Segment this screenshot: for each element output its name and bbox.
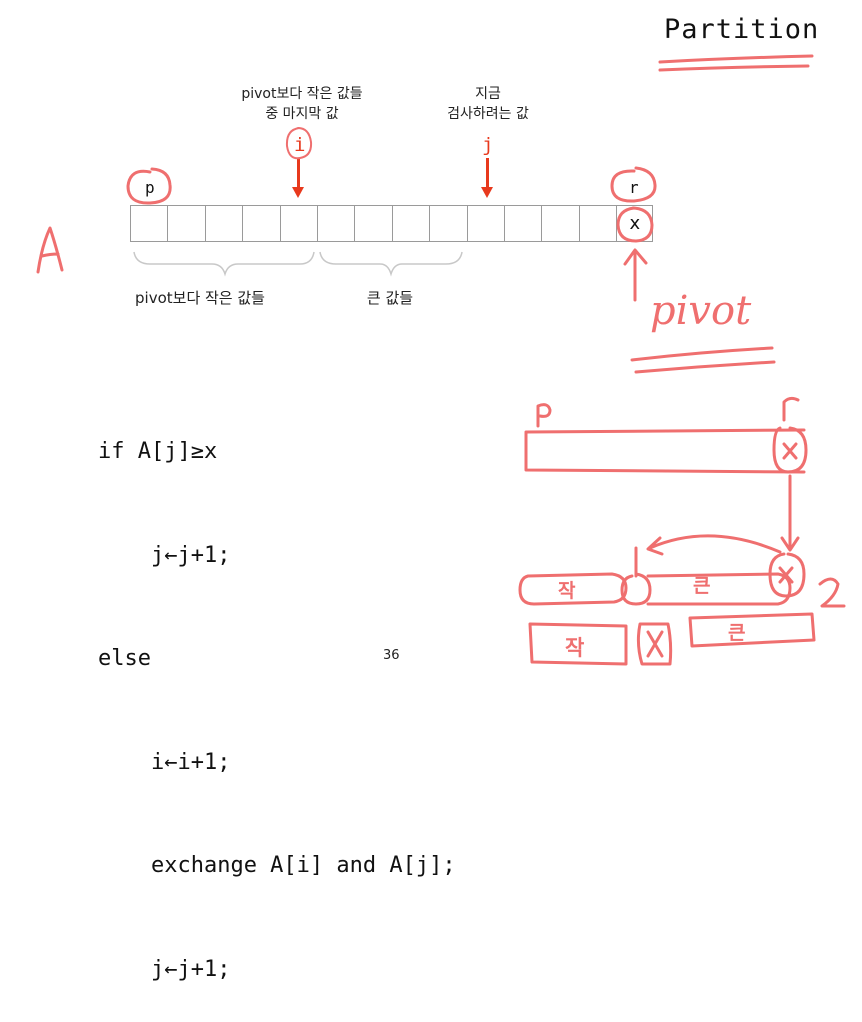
p-circle-icon [126,167,172,205]
label-larger-values: 큰 값들 [366,289,414,307]
note-last-smaller: pivot보다 작은 값들 중 마지막 값 [202,84,402,124]
array-cell [391,205,430,242]
sketch-large-text: 큰 [693,575,711,597]
sketch-swap-arrow-icon [646,534,782,556]
i-label: i [294,134,306,156]
brace-smaller [133,251,315,277]
label-smaller-values: pivot보다 작은 값들 [135,289,265,307]
array-cell [167,205,205,242]
sketch-small-text: 작 [558,580,576,602]
note-current-line2: 검사하려는 값 [447,106,529,122]
sketch-down-arrow-icon [780,474,800,552]
code-line: if A[j]≥x [98,439,218,464]
code-line: j←j+1; [98,956,231,982]
sketch-bottom-small [528,622,628,666]
r-circle-icon [610,166,657,203]
array-cell [429,205,467,242]
array-cell [578,205,617,242]
array-cell [242,205,280,242]
array-cell [279,205,317,242]
sketch-bottom-pivot [636,622,673,666]
sketch-mid-x-icon [778,566,794,584]
sketch-top-bar [524,428,806,474]
array-cell [503,205,542,242]
brace-larger [319,251,463,277]
sketch-i-marker [620,546,652,606]
sketch-mid-x-box [768,552,806,598]
slide-title: Partition [664,14,820,45]
array-cell [354,205,392,242]
braces [133,251,463,277]
title-underline [658,54,814,72]
array-cell [466,205,504,242]
code-line: j←j+1; [98,542,231,568]
p-label: p [145,178,155,197]
array-cell [316,205,355,242]
note-last-smaller-line2: 중 마지막 값 [265,106,339,122]
sketch-bottom-pivot-x-icon [646,630,664,658]
pivot-arrow-icon [623,248,648,302]
j-arrow-icon [481,158,493,198]
r-label: r [629,178,639,197]
array-cell [541,205,579,242]
code-line: else [98,646,151,671]
sketch-x-box [772,426,808,474]
array-cell [130,205,168,242]
note-last-smaller-line1: pivot보다 작은 값들 [241,86,363,102]
sketch-bottom-large-text: 큰 [728,622,746,644]
sketch-bottom-small-text: 작 [565,636,585,660]
letter-a-icon [36,226,64,274]
pivot-underline [630,346,776,374]
sketch-bottom-large [688,612,816,648]
i-circle-icon [285,127,313,160]
i-arrow-icon [292,158,304,198]
sketch-large-region [646,572,792,606]
code-line: i←i+1; [98,749,231,775]
sketch-two-icon [818,577,846,608]
j-label: j [482,134,494,156]
sketch-r-icon [782,396,800,422]
x-circle-icon [616,206,654,243]
note-current-line1: 지금 [475,86,501,102]
code-line: exchange A[i] and A[j]; [98,853,456,878]
pivot-handwritten: pivot [650,288,752,334]
array-cell [204,205,243,242]
sketch-x-mark-icon [782,442,798,460]
sketch-p-icon [536,403,552,428]
page-number: 36 [383,648,400,663]
handwritten-annotations [36,54,846,666]
note-current: 지금 검사하려는 값 [418,84,558,124]
